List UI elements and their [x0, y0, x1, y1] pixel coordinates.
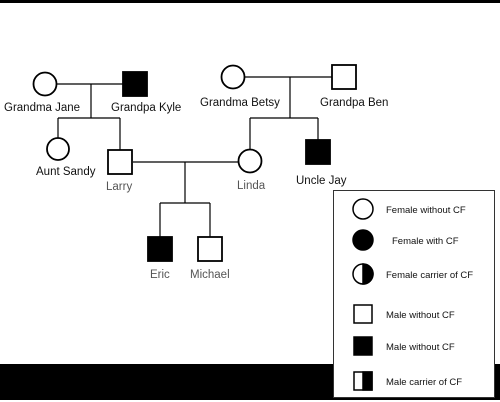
grandpa-kyle-symbol [122, 71, 148, 97]
grandpa-kyle-label: Grandpa Kyle [111, 102, 181, 114]
michael-symbol [197, 236, 223, 262]
legend-male-without-icon [353, 304, 373, 324]
michael-label: Michael [190, 269, 230, 281]
legend-male-carrier-icon [353, 371, 373, 391]
legend-graphic: Female without CF Female with CF Female … [352, 198, 473, 391]
pedigree-labels: Grandma Jane Grandpa Kyle Grandma Betsy … [4, 97, 388, 281]
larry-symbol [107, 149, 133, 175]
pedigree-lines [57, 76, 332, 237]
aunt-sandy-symbol [46, 137, 70, 161]
legend-male-without-label: Male without CF [386, 310, 455, 321]
legend-female-carrier-label: Female carrier of CF [386, 270, 473, 281]
grandma-jane-label: Grandma Jane [4, 102, 80, 114]
legend-box: Female without CF Female with CF Female … [333, 190, 495, 398]
eric-symbol [147, 236, 173, 262]
legend-female-without-label: Female without CF [386, 205, 466, 216]
legend-female-carrier-icon [352, 263, 374, 285]
larry-label: Larry [106, 181, 132, 193]
pedigree-individuals [32, 64, 357, 262]
grandpa-ben-symbol [331, 64, 357, 90]
uncle-jay-label: Uncle Jay [296, 175, 347, 187]
top-border-bar [0, 0, 500, 3]
grandma-jane-symbol [32, 71, 58, 97]
grandma-betsy-symbol [220, 64, 246, 90]
legend-male-carrier-label: Male carrier of CF [386, 377, 462, 388]
aunt-sandy-label: Aunt Sandy [36, 166, 96, 178]
legend-male-with-label: Male without CF [386, 342, 455, 353]
grandma-betsy-label: Grandma Betsy [200, 97, 280, 109]
legend-male-with-icon [353, 336, 373, 356]
grandpa-ben-label: Grandpa Ben [320, 97, 388, 109]
linda-symbol [237, 148, 263, 174]
legend-female-without-icon [352, 198, 374, 220]
legend-female-with-label: Female with CF [392, 236, 459, 247]
eric-label: Eric [150, 269, 170, 281]
linda-label: Linda [237, 180, 266, 192]
legend-female-with-icon [352, 229, 374, 251]
uncle-jay-symbol [305, 139, 331, 165]
